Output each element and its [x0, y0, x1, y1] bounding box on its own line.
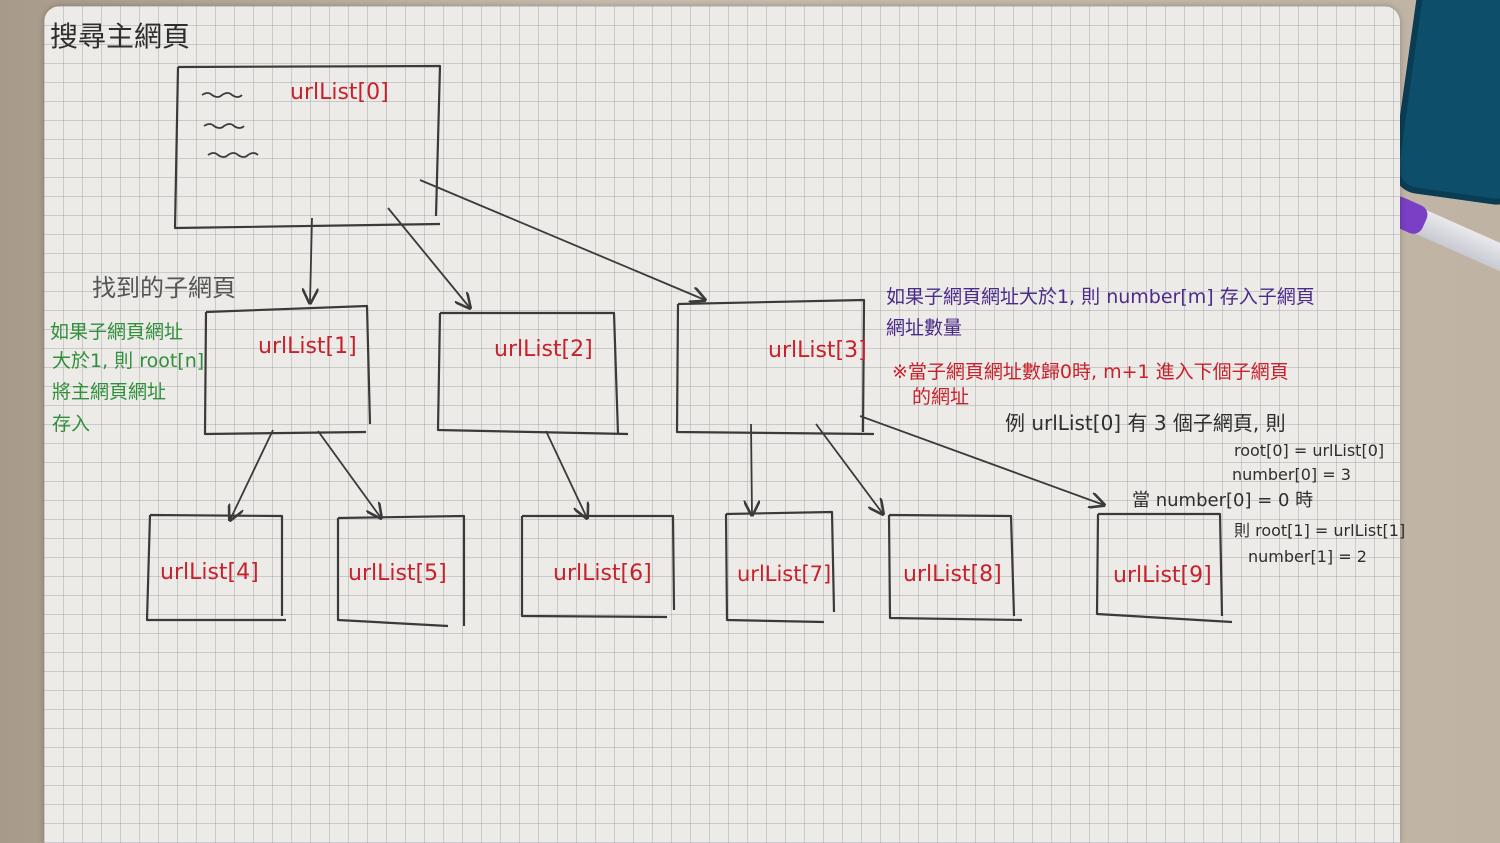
scribble-line — [203, 123, 245, 129]
example-heading: 例 urlList[0] 有 3 個子網頁, 則 — [1005, 411, 1286, 435]
edge-arrow — [545, 430, 587, 518]
node-label: urlList[7] — [737, 562, 831, 586]
example-line: number[1] = 2 — [1248, 547, 1367, 566]
example-line: 當 number[0] = 0 時 — [1132, 490, 1313, 511]
found-subpages-label: 找到的子網頁 — [92, 274, 236, 302]
node-label: urlList[6] — [553, 561, 652, 586]
node-root: urlList[0] — [173, 64, 442, 230]
node-level2: urlList[4] — [145, 513, 286, 622]
example-line: root[0] = urlList[0] — [1234, 441, 1384, 460]
node-label: urlList[3] — [768, 338, 867, 363]
edge-arrow — [317, 430, 381, 518]
node-label: urlList[8] — [903, 562, 1002, 587]
scribble-line — [207, 152, 259, 158]
node-label: urlList[5] — [348, 561, 447, 586]
example-note: 例 urlList[0] 有 3 個子網頁, 則 root[0] = urlLi… — [1005, 411, 1405, 566]
edge-arrow — [815, 423, 883, 514]
green-note: 如果子網頁網址 大於1, 則 root[n] 將主網頁網址 存入 — [50, 321, 204, 435]
node-level2: urlList[6] — [520, 514, 676, 619]
edge-arrow — [751, 423, 752, 515]
node-label: urlList[2] — [494, 337, 593, 362]
example-line: 則 root[1] = urlList[1] — [1234, 521, 1405, 540]
green-note-line: 大於1, 則 root[n] — [52, 350, 204, 372]
node-level1: urlList[3] — [675, 298, 875, 436]
scribble-line — [201, 92, 243, 98]
grid-paper — [44, 6, 1400, 843]
node-label: urlList[4] — [160, 560, 259, 585]
page-title: 搜尋主網頁 — [50, 20, 190, 53]
node-level1: urlList[1] — [203, 304, 372, 436]
node-label: urlList[1] — [258, 334, 357, 359]
example-line: number[0] = 3 — [1232, 465, 1351, 484]
purple-note-line: 網址數量 — [886, 317, 962, 339]
red-note: ※當子網頁網址數歸0時, m+1 進入下個子網頁 的網址 — [892, 361, 1289, 408]
red-note-line: 的網址 — [912, 386, 969, 408]
node-level1: urlList[2] — [436, 311, 629, 436]
edge-arrow — [419, 179, 705, 300]
node-label: urlList[9] — [1113, 563, 1212, 588]
node-level2: urlList[5] — [336, 514, 466, 628]
node-level2: urlList[7] — [724, 510, 836, 624]
node-label: urlList[0] — [290, 80, 389, 105]
purple-note: 如果子網頁網址大於1, 則 number[m] 存入子網頁 網址數量 — [886, 286, 1315, 339]
green-note-line: 將主網頁網址 — [52, 381, 166, 403]
purple-note-line: 如果子網頁網址大於1, 則 number[m] 存入子網頁 — [886, 286, 1315, 308]
green-note-line: 存入 — [52, 413, 90, 435]
edge-arrow — [230, 429, 274, 520]
node-level2: urlList[9] — [1095, 512, 1233, 624]
green-note-line: 如果子網頁網址 — [50, 321, 183, 343]
node-level2: urlList[8] — [887, 513, 1023, 622]
edge-arrow — [387, 207, 470, 308]
red-note-line: ※當子網頁網址數歸0時, m+1 進入下個子網頁 — [892, 361, 1289, 383]
edge-arrow — [310, 217, 312, 303]
edge-arrow — [859, 415, 1104, 505]
